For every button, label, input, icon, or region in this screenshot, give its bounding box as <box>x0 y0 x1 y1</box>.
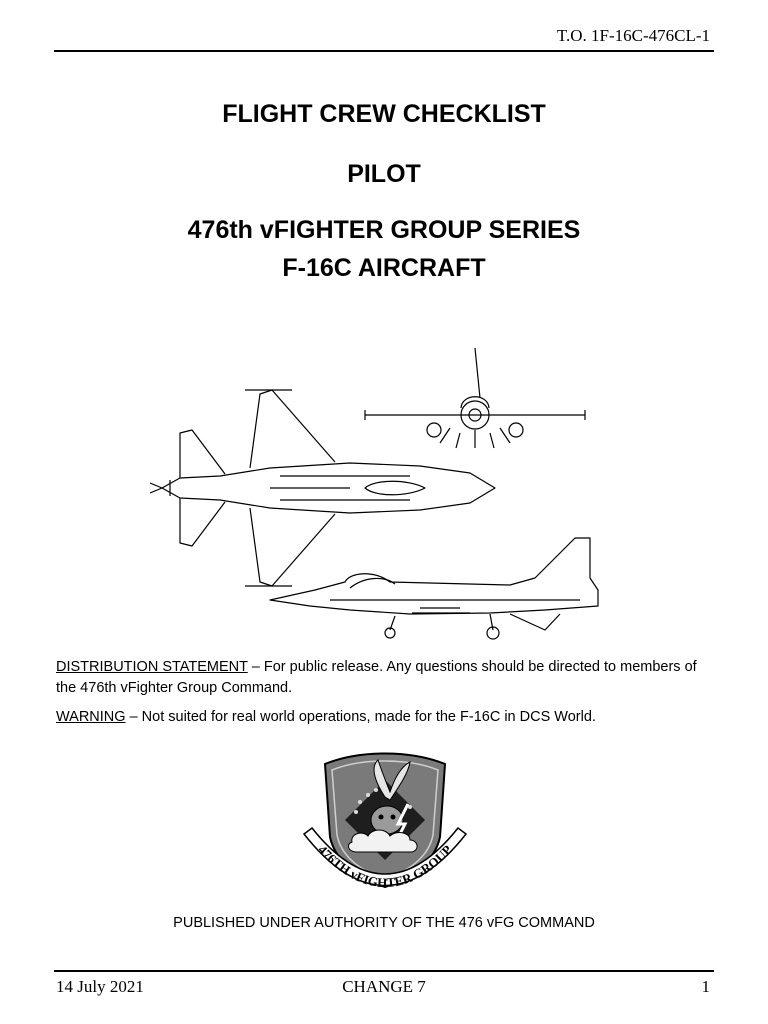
publication-date: 14 July 2021 <box>56 977 144 996</box>
unit-emblem: 476TH vFIGHTER GROUP <box>302 752 468 890</box>
side-view <box>269 537 599 640</box>
header-rule <box>54 50 714 52</box>
crew-role-title: PILOT <box>347 160 421 188</box>
warning-label: WARNING <box>56 709 126 725</box>
planform-view <box>150 389 496 587</box>
distribution-statement-label: DISTRIBUTION STATEMENT <box>56 659 248 675</box>
warning-statement: WARNING – Not suited for real world oper… <box>56 707 716 728</box>
series-title: 476th vFIGHTER GROUP SERIES <box>187 216 581 244</box>
page-number: 1 <box>701 977 711 996</box>
distribution-statement: DISTRIBUTION STATEMENT – For public rele… <box>56 657 716 699</box>
aircraft-title: F-16C AIRCRAFT <box>282 254 486 282</box>
footer-rule <box>54 970 714 972</box>
document-title: FLIGHT CREW CHECKLIST <box>222 100 546 128</box>
tech-order-number: T.O. 1F-16C-476CL-1 <box>556 26 710 45</box>
publication-authority: PUBLISHED UNDER AUTHORITY OF THE 476 vFG… <box>173 915 595 931</box>
aircraft-three-view-drawing <box>150 347 599 640</box>
distribution-statement-text: – For public release. Any questions shou… <box>56 659 697 696</box>
front-view <box>364 347 586 449</box>
change-number: CHANGE 7 <box>342 977 426 996</box>
warning-text: – Not suited for real world operations, … <box>125 709 596 725</box>
